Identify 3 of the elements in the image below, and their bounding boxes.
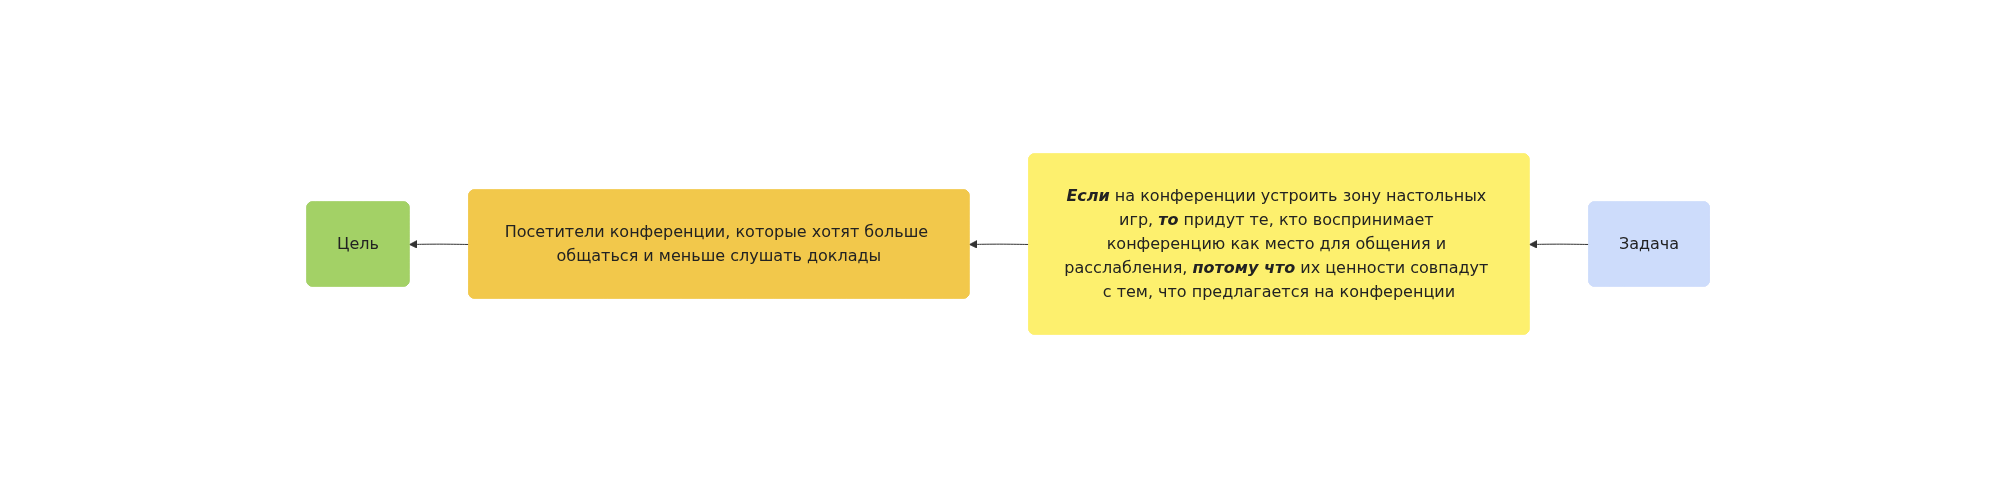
arrow bbox=[408, 239, 470, 249]
arrow bbox=[1528, 239, 1590, 249]
arrow bbox=[968, 239, 1030, 249]
